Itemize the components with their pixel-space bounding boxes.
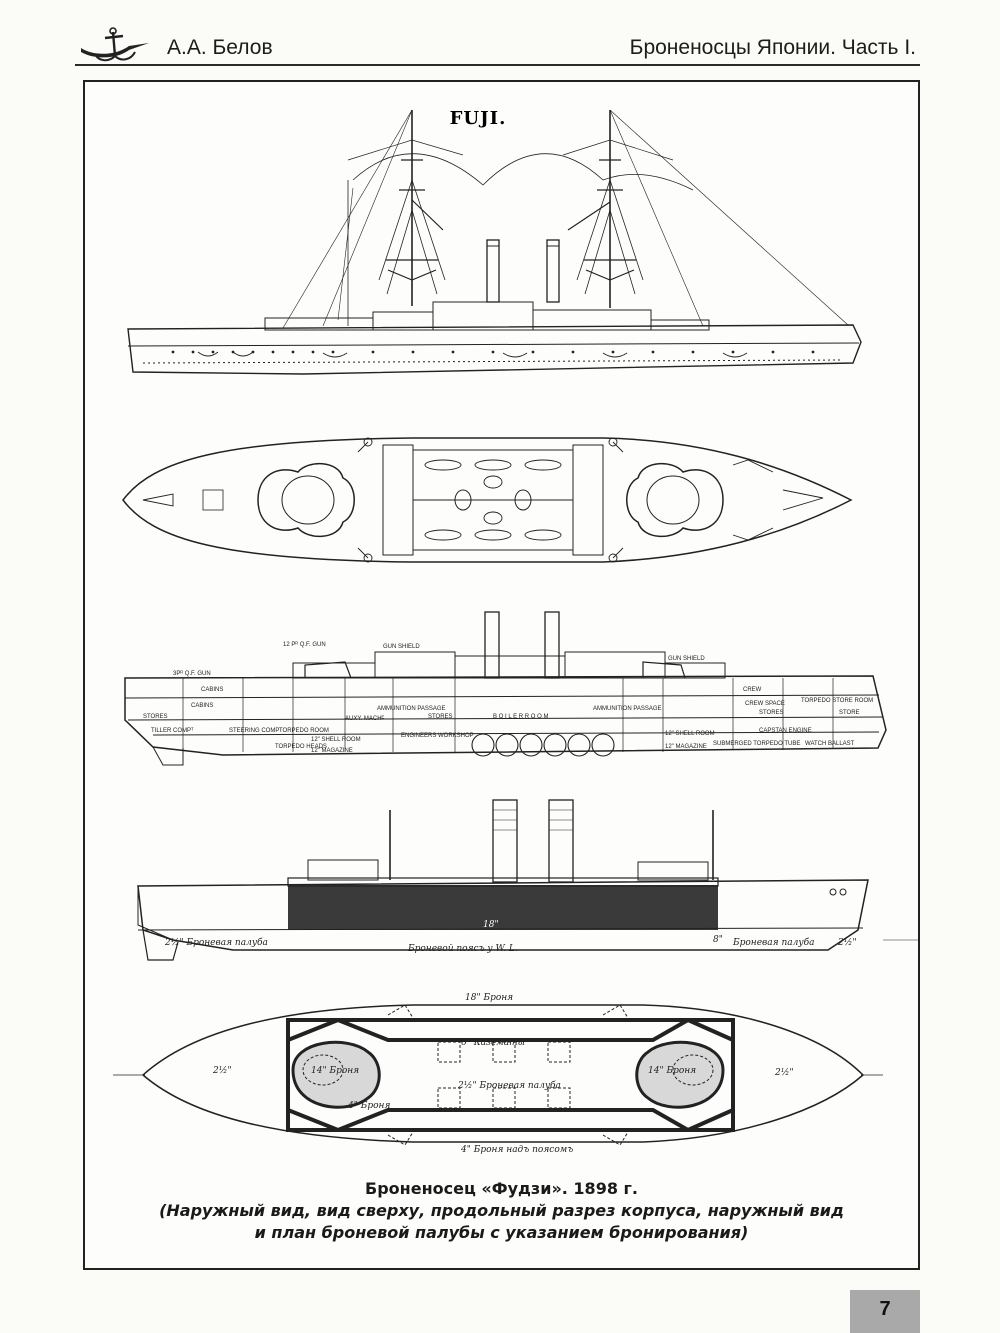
- label-crew-space: CREW SPACE: [745, 701, 785, 707]
- ship-title: FUJI.: [450, 108, 507, 129]
- label-stores-fwd: STORES: [759, 710, 784, 716]
- label-cabins-upper: CABINS: [201, 687, 223, 693]
- label-qf-guns-fwd: 12 Pᴿ Q.F. GUN: [283, 641, 326, 648]
- label-qf-gun-aft: 3Pᴿ Q.F. GUN: [173, 670, 211, 677]
- label-capstan-engine: CAPSTAN ENGINE: [759, 728, 812, 734]
- label-cabins-lower: CABINS: [191, 703, 213, 709]
- armour-elevation: [137, 799, 920, 961]
- anchor-icon: [81, 27, 149, 62]
- label-gun-shield-fwd: GUN SHIELD: [668, 656, 705, 662]
- label-shell-room-aft: 12" SHELL ROOM: [311, 737, 361, 743]
- label-steering: STEERING COMPᵀ: [229, 727, 282, 734]
- label-barbette-fwd: 14" Броня: [648, 1066, 696, 1076]
- label-deck-ends-fwd: 2½": [774, 1067, 794, 1078]
- label-boiler-room: B O I L E R R O O M: [493, 714, 548, 720]
- label-magazine-aft: 12" MAGAZINE: [311, 748, 353, 754]
- label-casemates: 6" Казематы: [461, 1038, 525, 1048]
- armour-elevation-labels: 2½" Броневая палуба Броневой поясъ у W. …: [164, 920, 857, 954]
- label-torpedo-heads: TORPEDO HEADS: [275, 744, 327, 750]
- figure-caption: Броненосец «Фудзи». 1898 г. (Наружный ви…: [83, 1178, 920, 1244]
- label-armor-4-side: 4" Броня: [347, 1101, 390, 1111]
- armour-plan: [113, 1004, 883, 1146]
- caption-line-2: (Наружный вид, вид сверху, продольный ра…: [159, 1201, 844, 1220]
- label-deck-aft-thickness: 2½": [837, 937, 857, 948]
- label-ammo-passage-fwd: AMMUNITION PASSAGE: [593, 706, 662, 712]
- label-stores-mid: STORES: [428, 714, 453, 720]
- label-engineers-workshop: ENGINEERS WORKSHOP: [401, 733, 474, 739]
- label-torpedo-store: TORPEDO STORE ROOM: [801, 698, 873, 704]
- label-store: STORE: [839, 710, 860, 716]
- top-view: [122, 437, 853, 563]
- label-armor-18: 18" Броня: [465, 993, 513, 1003]
- label-stores-aft: STORES: [143, 714, 168, 720]
- profile-view: [127, 109, 862, 375]
- armour-plan-labels: 18" Броня 6" Казематы 14" Броня 14" Брон…: [212, 993, 794, 1155]
- label-shell-room-fwd: 12" SHELL ROOM: [665, 731, 715, 737]
- label-fwd-thickness: 8": [713, 935, 723, 945]
- page-header: А.А. Белов Броненосцы Японии. Часть I.: [75, 22, 920, 66]
- label-barbette-aft: 14" Броня: [311, 1066, 359, 1076]
- section-view: [124, 611, 887, 766]
- label-deck-aft: 2½" Броневая палуба: [164, 937, 268, 948]
- ship-drawings: FUJI.: [113, 108, 920, 1155]
- book-title: Броненосцы Японии. Часть I.: [629, 36, 916, 59]
- label-belt-thickness: 18": [483, 920, 499, 930]
- label-auxy-mach: AUXY. MACHᴱ: [345, 715, 385, 722]
- caption-line-3: и план броневой палубы с указанием брони…: [254, 1223, 749, 1242]
- page-number: 7: [879, 1298, 891, 1320]
- label-deck-fwd: Броневая палуба: [732, 937, 814, 948]
- label-magazine-fwd: 12" MAGAZINE: [665, 744, 707, 750]
- label-tiller: TILLER COMPᵀ: [151, 727, 194, 734]
- caption-title: Броненосец «Фудзи». 1898 г.: [365, 1179, 638, 1198]
- label-gun-shield-aft: GUN SHIELD: [383, 644, 420, 650]
- header-rule: [75, 64, 920, 66]
- label-watch-ballast: WATCH BALLAST: [805, 741, 855, 747]
- label-armor-deck: 2½" Броневая палуба: [457, 1080, 561, 1091]
- label-deck-ends-aft: 2½": [212, 1065, 232, 1076]
- label-crew: CREW: [743, 687, 762, 693]
- label-belt: Броневой поясъ у W. L.: [407, 944, 518, 954]
- label-torpedo-room: TORPEDO ROOM: [279, 728, 329, 734]
- page-number-box: 7: [850, 1290, 920, 1333]
- section-labels: 3Pᴿ Q.F. GUN 12 Pᴿ Q.F. GUN GUN SHIELD G…: [143, 641, 873, 754]
- figure-frame: [83, 80, 920, 1270]
- label-ammo-passage-aft: AMMUNITION PASSAGE: [377, 706, 446, 712]
- label-submerged-tube: SUBMERGED TORPEDO TUBE: [713, 741, 800, 747]
- author-name: А.А. Белов: [167, 36, 273, 59]
- label-armor-4-above: 4" Броня надъ поясомъ: [460, 1145, 573, 1155]
